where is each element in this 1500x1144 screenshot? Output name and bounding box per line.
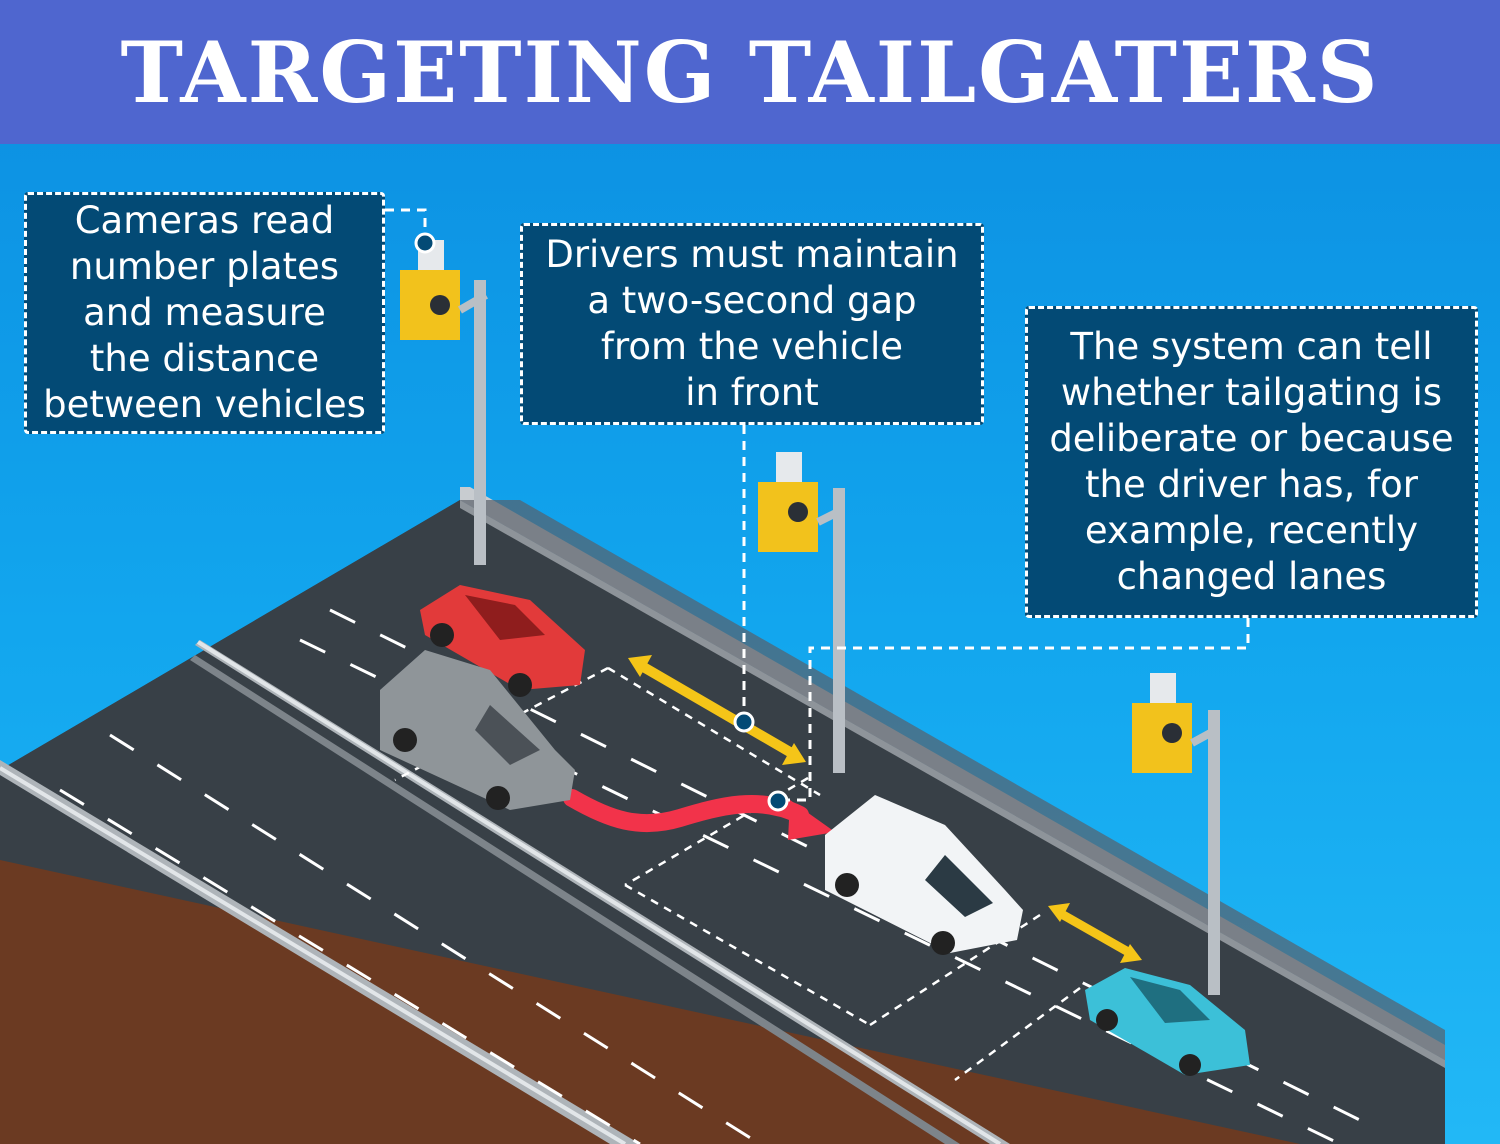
- callout-system-text: The system can tell whether tailgating i…: [1049, 325, 1454, 598]
- white-van-icon: [825, 795, 1023, 955]
- callout-system: The system can tell whether tailgating i…: [1025, 306, 1478, 618]
- callout-two-second-gap: Drivers must maintain a two-second gap f…: [520, 223, 984, 425]
- callout-cameras: Cameras read number plates and measure t…: [24, 192, 385, 434]
- camera-icon: [1132, 673, 1216, 773]
- grey-van-icon: [380, 650, 575, 810]
- teal-car-icon: [1085, 968, 1250, 1076]
- outer-barrier: [0, 760, 640, 1144]
- lane-change-arrow: [563, 789, 835, 840]
- camera-icon: [758, 452, 840, 552]
- callout-connectors: [385, 208, 1250, 802]
- page-title: TARGETING TAILGATERS: [120, 23, 1380, 122]
- red-car-icon: [420, 585, 585, 697]
- callout-cameras-text: Cameras read number plates and measure t…: [43, 199, 366, 426]
- camera-icon: [400, 240, 488, 340]
- camera-poles: [474, 280, 1220, 995]
- central-barrier: [190, 640, 1010, 1144]
- gap-arrow: [1048, 903, 1142, 963]
- callout-gap-text: Drivers must maintain a two-second gap f…: [545, 233, 959, 414]
- title-banner: [0, 0, 1500, 144]
- gap-arrow: [628, 655, 806, 765]
- connector-dots: [414, 232, 789, 812]
